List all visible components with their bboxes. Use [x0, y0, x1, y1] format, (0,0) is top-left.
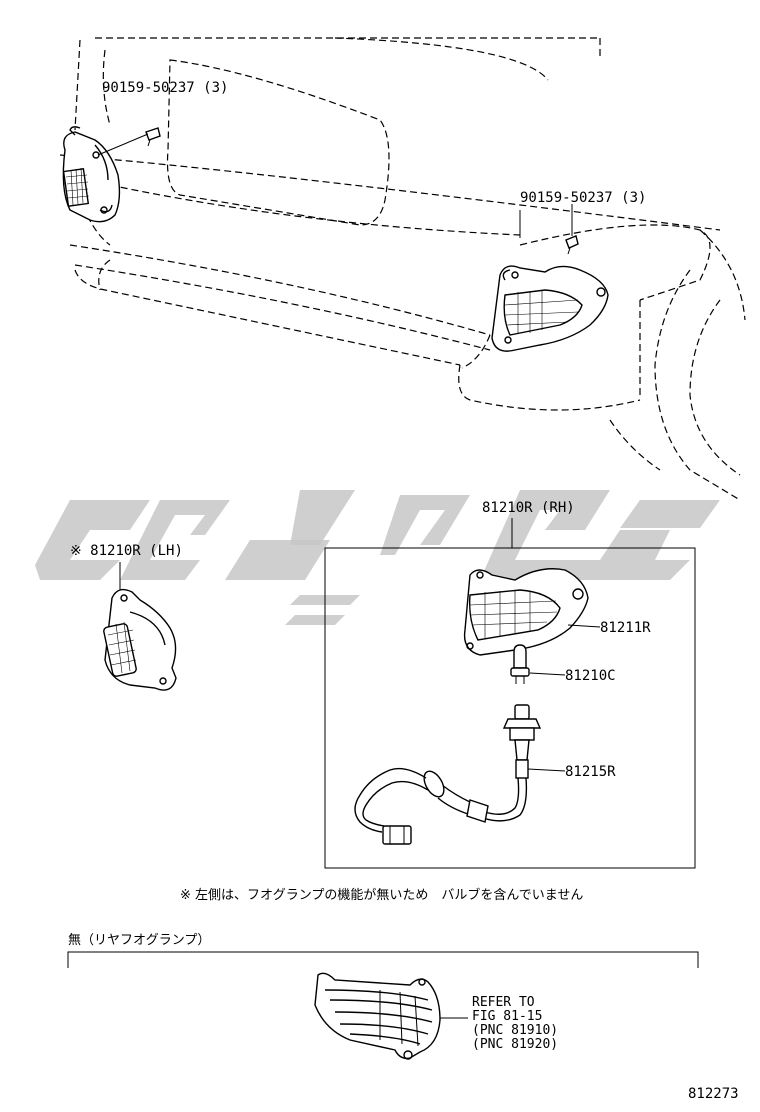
- lh-assembly-label: ※ 81210R (LH): [70, 543, 183, 559]
- bulb-icon: [510, 644, 530, 684]
- bolt-icon: [97, 127, 161, 156]
- figure-number: 812273: [688, 1086, 739, 1102]
- rh-assembly-label: 81210R (RH): [482, 500, 575, 516]
- section-bracket: [67, 951, 699, 968]
- leader-line: [567, 624, 601, 628]
- bulb-label: 81210C: [565, 668, 616, 684]
- leader-line: [529, 672, 566, 676]
- refer-line-3: (PNC 81910): [472, 1023, 558, 1038]
- lens-label: 81211R: [600, 620, 651, 636]
- note-text: ※ 左側は、フオグランプの機能が無いため バルブを含んでいません: [180, 887, 583, 903]
- bolt-left-label: 90159-50237 (3): [102, 80, 228, 96]
- leader-line: [527, 768, 566, 772]
- vehicle-body-outline: [59, 37, 746, 501]
- fog-lamp-icon: [491, 265, 609, 352]
- fog-lamp-icon: [62, 126, 121, 223]
- fog-lamp-icon: [463, 568, 589, 656]
- bolt-icon: [565, 235, 579, 255]
- bolt-right-label: 90159-50237 (3): [520, 190, 646, 206]
- rh-assembly-box: [324, 547, 696, 869]
- refer-line-1: REFER TO: [472, 995, 535, 1010]
- brand-watermark: [35, 490, 720, 625]
- refer-line-2: FIG 81-15: [472, 1009, 542, 1024]
- fog-lamp-icon: [103, 588, 177, 691]
- socket-cord-label: 81215R: [565, 764, 616, 780]
- refer-line-4: (PNC 81920): [472, 1037, 558, 1052]
- socket-cord-icon: [354, 704, 542, 845]
- without-section-label: 無（リヤフオグランプ）: [68, 933, 210, 948]
- fog-lamp-icon: [314, 972, 441, 1060]
